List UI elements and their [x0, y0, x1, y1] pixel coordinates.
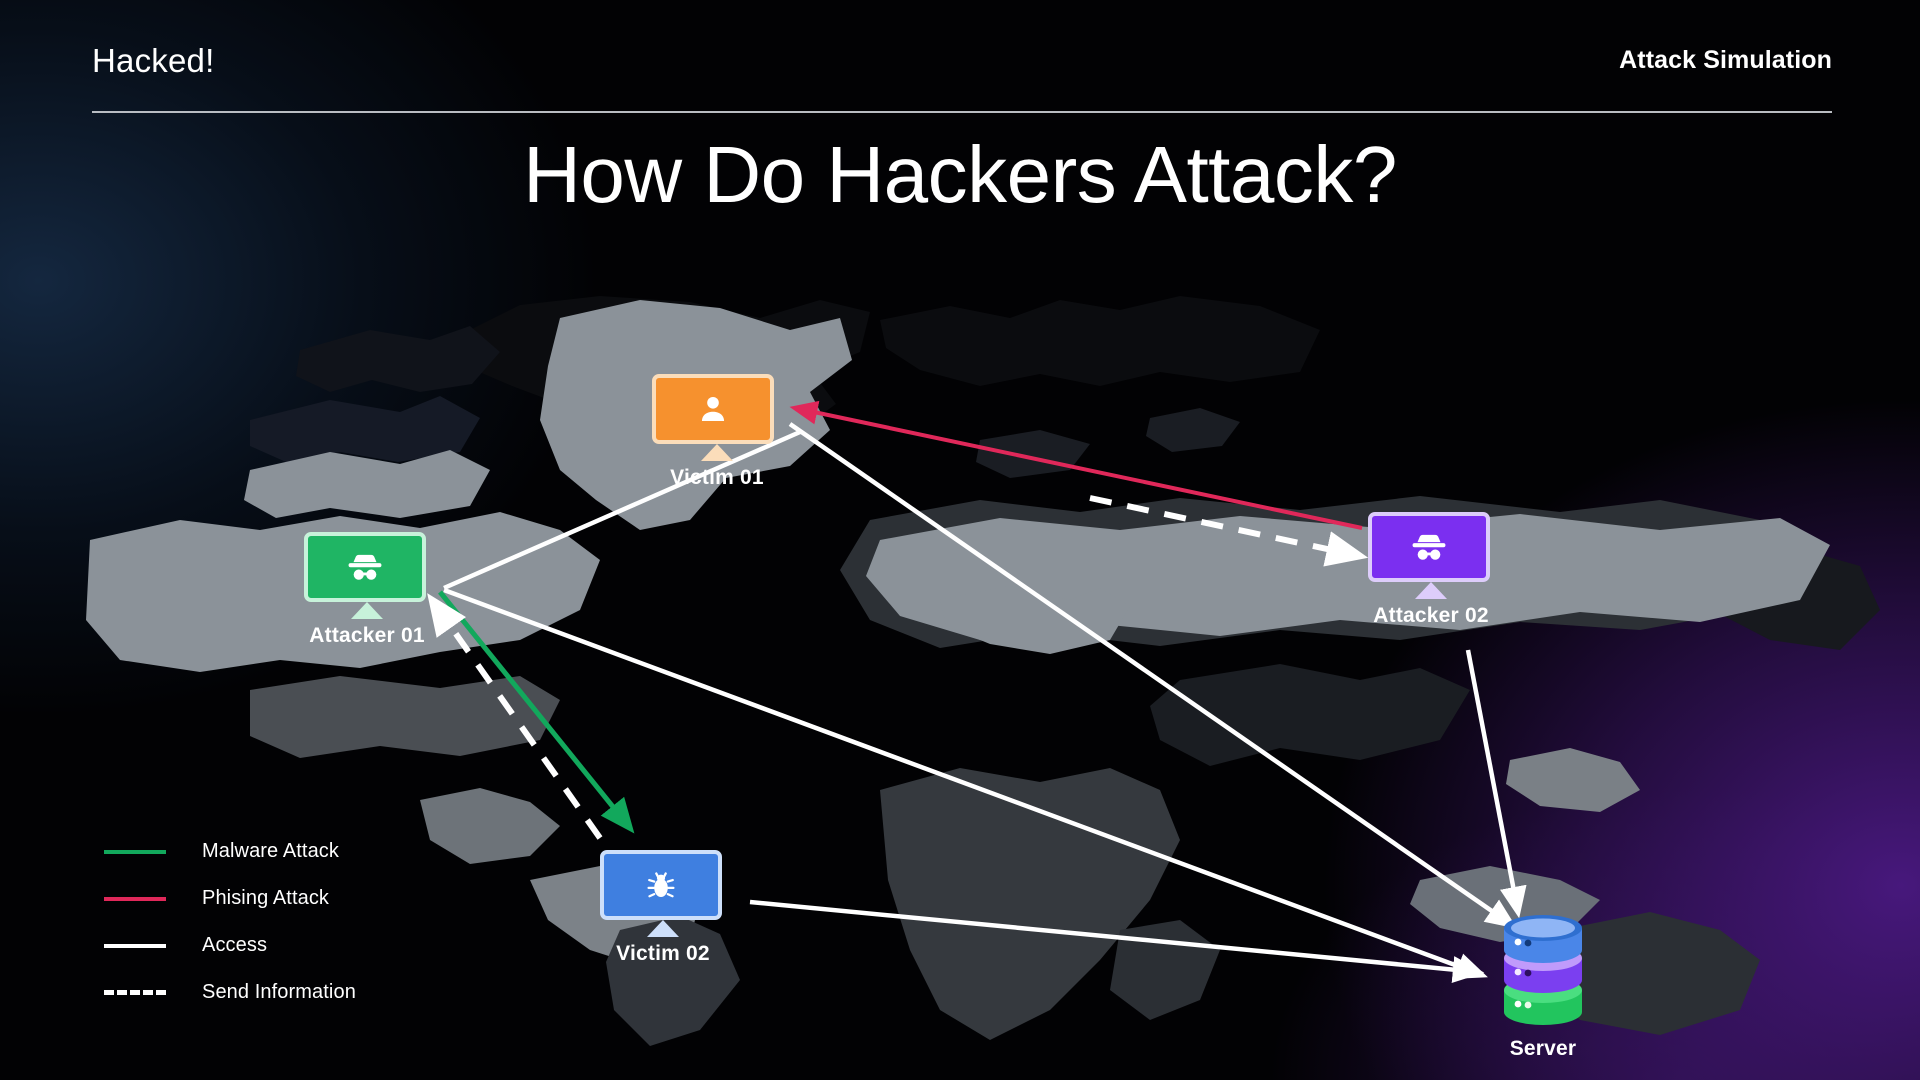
node-server[interactable]: Server — [1488, 912, 1598, 1061]
node-attacker02[interactable]: Attacker 02 — [1368, 512, 1494, 628]
legend-item-phishing: Phising Attack — [104, 875, 534, 922]
node-label-victim01: Victim 01 — [670, 466, 764, 489]
link-phishing-attacker02-victim01 — [789, 400, 1363, 530]
legend-label-access: Access — [202, 934, 268, 956]
incognito-icon — [1412, 534, 1446, 560]
monitor-stand-attacker02 — [1415, 582, 1447, 599]
brand-title: Hacked! — [92, 42, 215, 79]
legend-label-malware: Malware Attack — [202, 840, 340, 862]
line-solid-green-icon — [104, 849, 166, 854]
monitor-stand-victim01 — [701, 444, 733, 461]
header-divider — [92, 111, 1832, 113]
link-malware-attacker01-victim02 — [438, 590, 635, 834]
bug-icon — [647, 872, 675, 898]
link-access-attacker01-server — [443, 587, 1488, 979]
slide-header: Hacked! Attack Simulation — [92, 30, 1832, 113]
monitor-screen-victim02 — [600, 850, 722, 920]
link-access-victim01-attacker01 — [443, 429, 801, 591]
monitor-attacker01 — [304, 532, 430, 619]
link-access-victim02-server — [749, 899, 1485, 984]
node-label-victim02: Victim 02 — [616, 942, 710, 965]
monitor-screen-attacker01 — [304, 532, 426, 602]
node-label-attacker02: Attacker 02 — [1373, 604, 1489, 627]
legend-item-malware: Malware Attack — [104, 828, 534, 875]
line-solid-white-icon — [104, 943, 166, 948]
monitor-stand-victim02 — [647, 920, 679, 937]
link-access-attacker02-server — [1465, 649, 1527, 919]
monitor-screen-victim01 — [652, 374, 774, 444]
line-solid-crimson-icon — [104, 896, 166, 901]
legend-label-send-information: Send Information — [202, 981, 356, 1003]
incognito-icon — [348, 554, 382, 580]
link-sendinfo-victim02-attacker01 — [427, 593, 603, 840]
legend-item-send-information: Send Information — [104, 969, 534, 1016]
legend-label-phishing: Phising Attack — [202, 887, 330, 909]
node-label-server: Server — [1509, 1037, 1577, 1060]
database-icon — [1504, 915, 1582, 1025]
database-tier-top — [1504, 915, 1582, 963]
monitor-stand-attacker01 — [351, 602, 383, 619]
node-victim02[interactable]: Victim 02 — [600, 850, 726, 966]
node-attacker01[interactable]: Attacker 01 — [304, 532, 430, 648]
node-victim01[interactable]: Victim 01 — [652, 374, 782, 490]
monitor-attacker02 — [1368, 512, 1494, 599]
node-label-attacker01: Attacker 01 — [309, 624, 425, 647]
legend-item-access: Access — [104, 922, 534, 969]
monitor-screen-attacker02 — [1368, 512, 1490, 582]
legend: Malware Attack Phising Attack Access Sen… — [104, 828, 534, 1016]
monitor-victim01 — [652, 374, 782, 461]
user-icon — [701, 396, 725, 422]
page-title: How Do Hackers Attack? — [523, 130, 1397, 219]
line-dashed-white-icon — [104, 990, 166, 995]
header-subtitle: Attack Simulation — [1619, 46, 1832, 74]
monitor-victim02 — [600, 850, 726, 937]
link-access-victim01-server — [788, 422, 1518, 929]
link-sendinfo-victim01-attacker02 — [1089, 495, 1369, 567]
